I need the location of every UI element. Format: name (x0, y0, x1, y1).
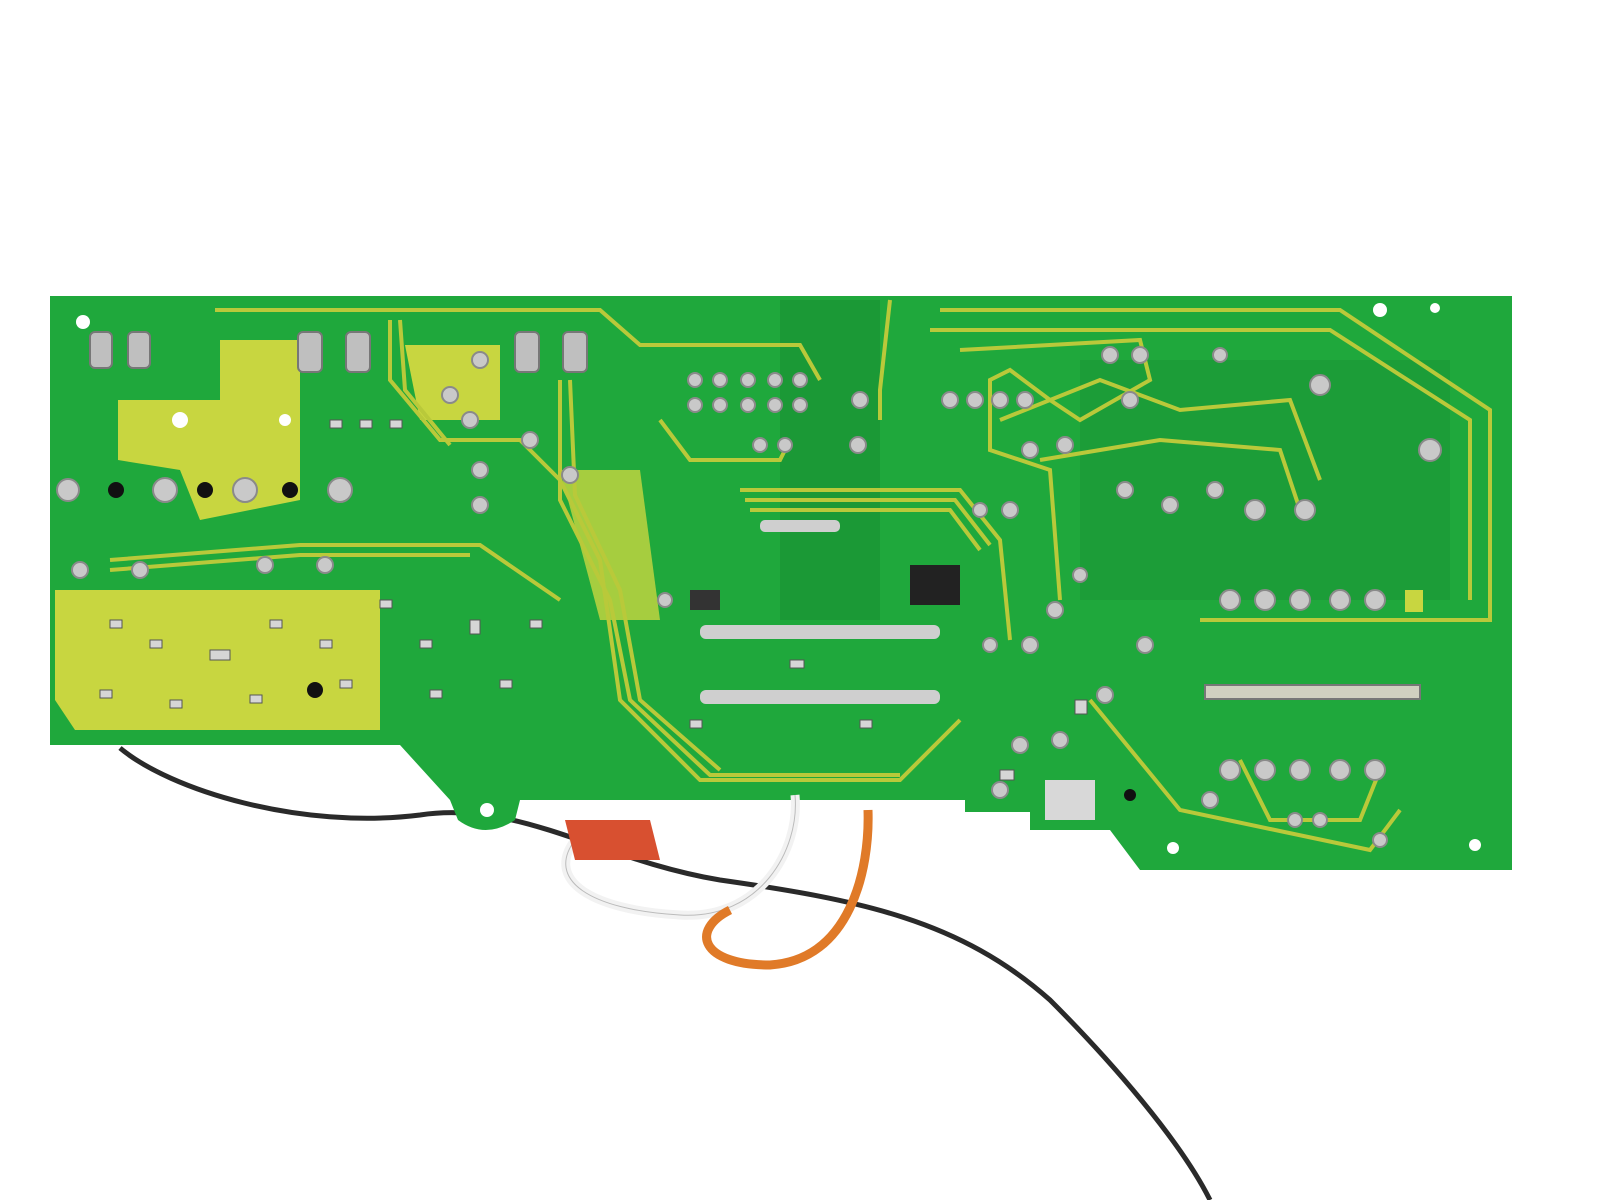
heat-sink-tab (1045, 780, 1095, 820)
copper-pour (560, 470, 660, 620)
traces (109, 299, 1492, 853)
copper-pour (118, 340, 300, 520)
terminal-pads (89, 331, 588, 373)
board-shading (780, 300, 880, 620)
green-pad (1405, 590, 1423, 612)
connector-slot (1204, 684, 1421, 700)
ic-pin-rows (700, 520, 940, 704)
solder-pads (56, 346, 1442, 848)
ic-chip (910, 565, 960, 605)
smd-components (99, 419, 1088, 781)
white-wire-outline (565, 794, 796, 916)
black-antenna-wire (118, 746, 1213, 1200)
orange-wire (702, 809, 873, 970)
mounting-holes (76, 303, 1481, 854)
crimp-terminal (565, 820, 660, 860)
drill-holes (108, 482, 1136, 801)
ic-chip (690, 590, 720, 610)
board-shading-right (1080, 360, 1450, 600)
